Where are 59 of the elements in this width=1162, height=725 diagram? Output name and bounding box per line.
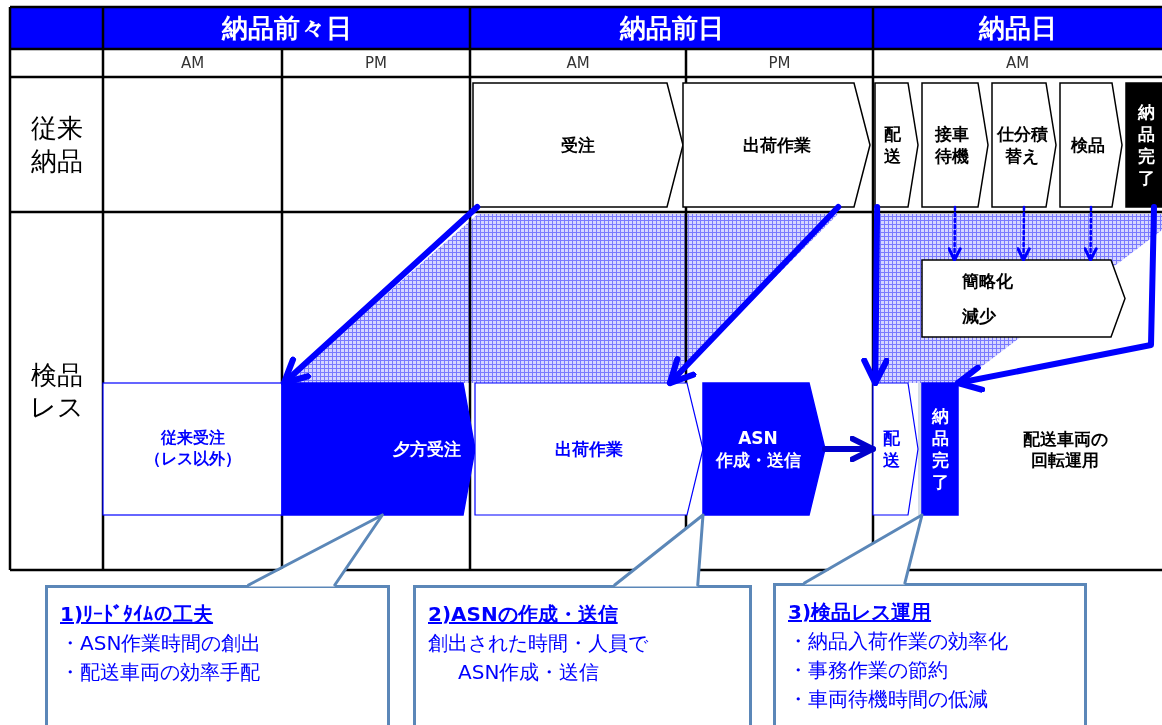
process-label: 配送 [882,426,901,472]
process-label: 夕方受注 [393,437,461,461]
process-label: 仕分積替え [995,122,1049,168]
time-label: AM [566,53,590,73]
process-label: 従来受注（レス以外） [143,428,242,470]
dashed-arrow [1016,205,1031,262]
process-box [103,383,282,515]
callout-pointer [802,513,924,585]
process-label: 出荷作業 [555,437,623,461]
callout-text: ・納品入荷作業の効率化 [788,628,1009,655]
process-label: 受注 [561,133,595,157]
completion-box [922,383,958,515]
callout-text: ・ASN作業時間の創出 [60,630,263,657]
time-label: AM [180,53,205,73]
dashed-arrow [1083,205,1098,262]
arrow [954,204,1157,393]
column-heading: 納品前日 [619,11,724,45]
process-step [282,383,475,515]
process-step [922,260,1125,337]
callout-heading: 2)ASNの作成・送信 [428,601,619,628]
time-label: AM [1005,53,1030,73]
callout-heading: 3)検品レス運用 [788,599,933,626]
process-label: 接車待機 [933,122,970,168]
process-label: 納品完了 [930,404,950,494]
time-label: PM [768,53,791,73]
row-heading: 従来納品 [29,112,84,177]
process-step [873,383,918,515]
process-label: 簡略化 [962,270,1013,293]
completion-box [1126,83,1162,207]
process-step [473,83,683,207]
row-heading: 検品レス [28,358,85,424]
note-text: 配送車両の回転運用 [1021,428,1109,472]
arrow [861,204,890,387]
column-heading: 納品前々日 [221,11,352,45]
callout-text: ・事務作業の節約 [788,657,949,684]
arrow [822,435,876,463]
process-step [875,83,918,207]
dashed-arrow [947,205,962,262]
arrow [280,204,481,387]
process-label: 配送 [883,122,902,168]
time-label: PM [365,53,387,73]
process-step [992,83,1056,207]
process-step [922,83,988,207]
arrow [666,204,842,387]
callout-text: ・配送車両の効率手配 [60,659,261,686]
callout-text: 創出された時間・人員でASN作成・送信 [428,630,649,686]
process-label: 検品 [1071,133,1105,157]
process-label: ASN 作成・送信 [714,426,802,472]
callout-pointer [613,513,705,587]
callout-text: ・車両待機時間の低減 [788,686,989,713]
column-heading: 納品日 [978,11,1057,45]
process-label: 納品完了 [1136,100,1156,190]
process-label: 減少 [962,304,996,327]
callout-heading: 1)ﾘｰﾄﾞﾀｲﾑの工夫 [60,601,215,628]
process-step [683,83,870,207]
process-step [1060,83,1122,207]
process-step [703,383,825,515]
process-label: 出荷作業 [742,133,811,157]
callout-pointer [247,513,384,587]
